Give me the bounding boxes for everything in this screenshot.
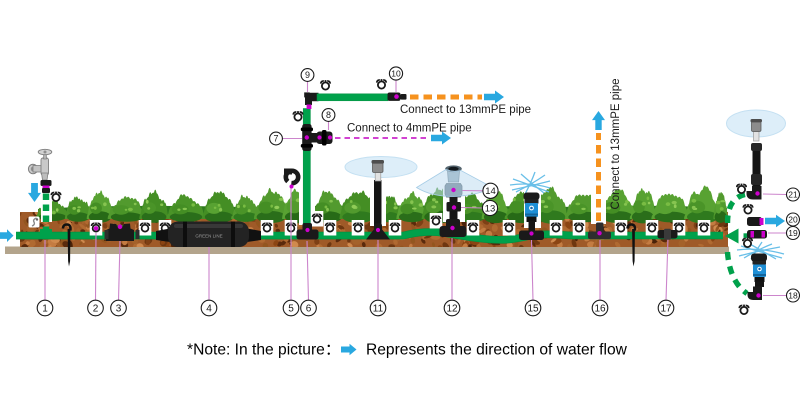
svg-text:15: 15 — [527, 304, 539, 315]
svg-text:4: 4 — [206, 304, 212, 315]
svg-text:Connect to 4mmPE pipe: Connect to 4mmPE pipe — [347, 123, 472, 135]
svg-text:12: 12 — [446, 304, 458, 315]
svg-text:Connect to 13mmPE pipe: Connect to 13mmPE pipe — [610, 78, 622, 209]
svg-text:3: 3 — [116, 304, 122, 315]
svg-text:18: 18 — [788, 291, 798, 301]
svg-text:21: 21 — [788, 190, 798, 200]
svg-text:Connect to 13mmPE pipe: Connect to 13mmPE pipe — [400, 104, 531, 116]
svg-text:*Note: In the picture：: *Note: In the picture： — [187, 342, 340, 359]
svg-text:6: 6 — [306, 304, 312, 315]
svg-text:16: 16 — [594, 304, 606, 315]
svg-text:8: 8 — [326, 110, 331, 120]
svg-text:17: 17 — [660, 304, 672, 315]
svg-text:14: 14 — [485, 186, 496, 197]
svg-text:10: 10 — [391, 69, 401, 79]
svg-text:19: 19 — [788, 228, 798, 238]
svg-text:2: 2 — [93, 304, 99, 315]
svg-text:9: 9 — [305, 70, 310, 80]
svg-text:7: 7 — [273, 134, 278, 144]
svg-text:11: 11 — [373, 304, 384, 315]
svg-text:20: 20 — [788, 215, 798, 225]
svg-text:5: 5 — [288, 304, 294, 315]
svg-text:GREEN LINE: GREEN LINE — [195, 234, 222, 239]
svg-text:13: 13 — [485, 203, 496, 214]
svg-text:1: 1 — [42, 304, 48, 315]
svg-text:Represents the direction of wa: Represents the direction of water flow — [366, 342, 628, 359]
